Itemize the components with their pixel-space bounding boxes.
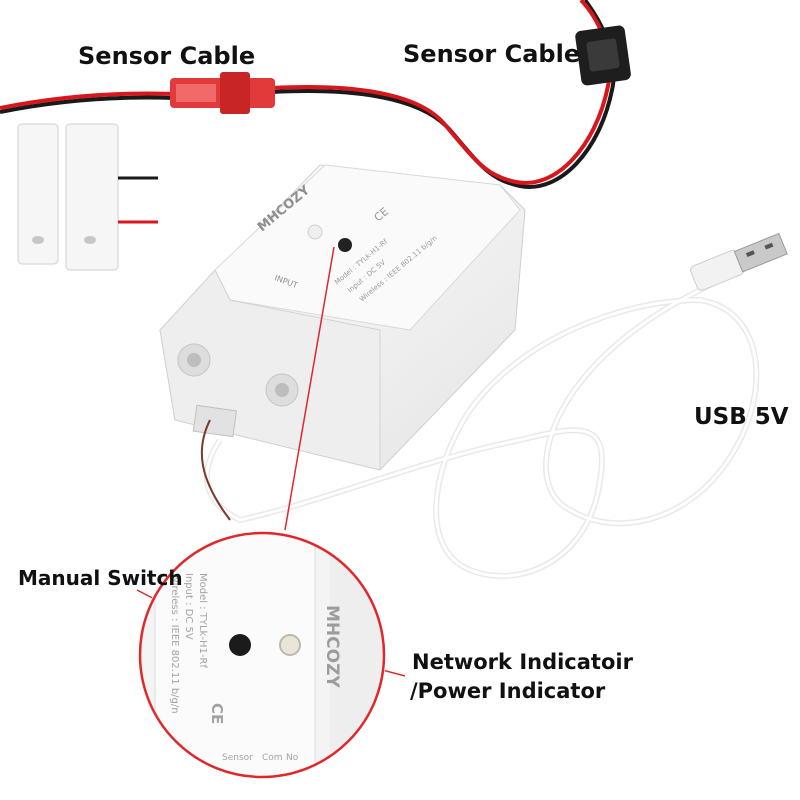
svg-text:Com: Com: [262, 753, 283, 763]
door-sensor: [17, 123, 158, 271]
svg-text:CE: CE: [208, 703, 226, 724]
usb-label: USB 5V: [694, 404, 789, 430]
svg-text:Wireless : IEEE 802.11 b/g/n: Wireless : IEEE 802.11 b/g/n: [169, 573, 180, 714]
network-indicator-label: Network Indicatoir: [412, 650, 633, 674]
manual-switch-label: Manual Switch: [18, 566, 183, 590]
black-connector: [575, 25, 631, 86]
power-indicator-label: /Power Indicator: [410, 679, 606, 703]
red-connector: [170, 72, 275, 114]
sensor-cable-label-left: Sensor Cable: [78, 42, 256, 70]
svg-text:MHCOZY: MHCOZY: [322, 605, 342, 688]
svg-text:No: No: [286, 753, 299, 763]
sensor-cable-label-right: Sensor Cable: [403, 40, 581, 68]
svg-text:Model : TYLk-H1-Rf: Model : TYLk-H1-Rf: [197, 573, 208, 668]
svg-text:Input : DC 5V: Input : DC 5V: [183, 573, 194, 640]
svg-text:Sensor: Sensor: [222, 753, 253, 763]
zoom-detail: MHCOZY Model : TYLk-H1-Rf Input : DC 5V …: [138, 531, 386, 779]
relay-module: MHCOZY Model : TYLk-H1-Rf Input : DC 5V …: [159, 164, 526, 521]
usb-cable: [204, 232, 788, 579]
